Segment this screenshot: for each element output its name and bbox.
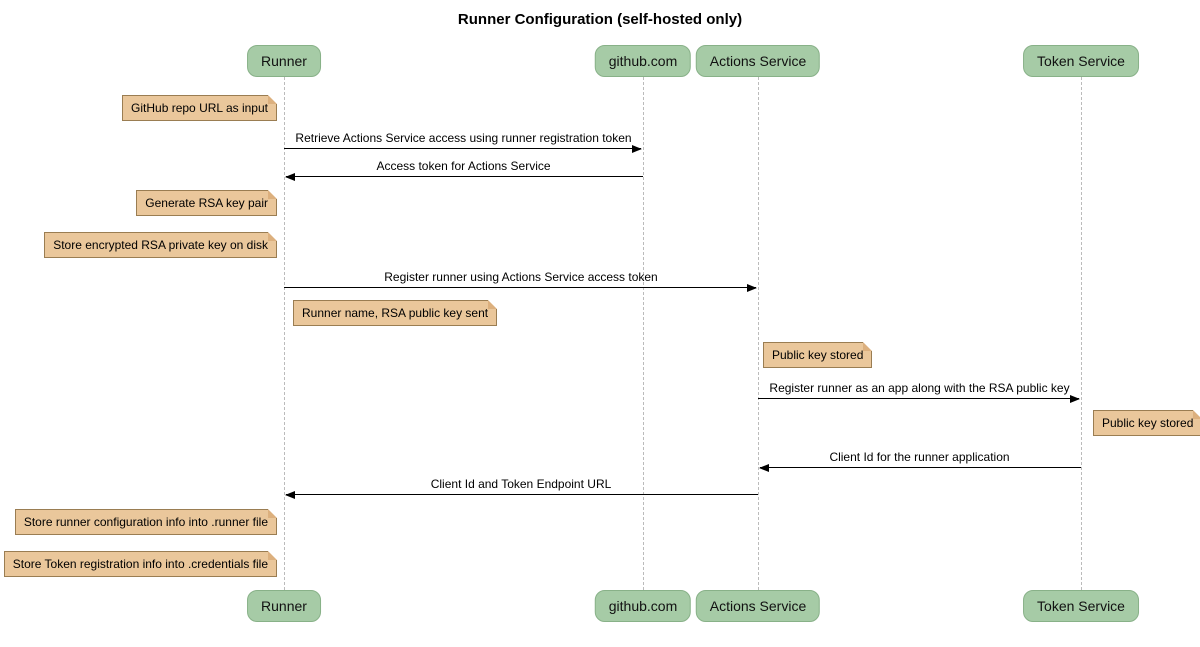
note-label: GitHub repo URL as input — [131, 101, 268, 115]
participant-github-com-top: github.com — [594, 45, 692, 77]
lifeline-runner — [284, 77, 285, 590]
message-line-1 — [284, 148, 641, 149]
message-label-2: Access token for Actions Service — [376, 159, 551, 173]
participant-label: Token Service — [1037, 53, 1125, 69]
note-label: Public key stored — [1102, 416, 1194, 430]
note-github-repo-url-as-input: GitHub repo URL as input — [122, 95, 277, 121]
message-label-3: Register runner using Actions Service ac… — [384, 270, 658, 284]
message-line-2 — [286, 176, 643, 177]
participant-token-service-bottom: Token Service — [1023, 590, 1139, 622]
arrowhead-left-icon — [285, 173, 295, 181]
participant-label: Actions Service — [709, 598, 807, 614]
arrowhead-right-icon — [747, 284, 757, 292]
message-line-4 — [758, 398, 1079, 399]
participant-label: Token Service — [1037, 598, 1125, 614]
note-runner-name-rsa-public-key-sent: Runner name, RSA public key sent — [293, 300, 498, 326]
note-label: Store runner configuration info into .ru… — [23, 515, 268, 529]
message-label-6: Client Id and Token Endpoint URL — [430, 477, 612, 491]
lifeline-token-service — [1081, 77, 1082, 590]
message-line-5 — [760, 467, 1081, 468]
message-label-5: Client Id for the runner application — [829, 450, 1010, 464]
participant-label: Actions Service — [709, 53, 807, 69]
diagram-title: Runner Configuration (self-hosted only) — [457, 11, 743, 28]
note-store-token-registration-info-into-credentials-file: Store Token registration info into .cred… — [3, 551, 278, 577]
note-generate-rsa-key-pair: Generate RSA key pair — [136, 190, 277, 216]
message-line-6 — [286, 494, 758, 495]
arrowhead-left-icon — [285, 491, 295, 499]
participant-github-com-bottom: github.com — [594, 590, 692, 622]
lifeline-github-com — [643, 77, 644, 590]
note-label: Runner name, RSA public key sent — [302, 306, 489, 320]
participant-token-service-top: Token Service — [1023, 45, 1139, 77]
arrowhead-left-icon — [759, 464, 769, 472]
lifeline-actions-service — [758, 77, 759, 590]
note-public-key-stored: Public key stored — [1093, 410, 1200, 436]
participant-label: Runner — [261, 598, 307, 614]
participant-label: github.com — [608, 53, 678, 69]
note-label: Public key stored — [772, 348, 864, 362]
participant-runner-top: Runner — [247, 45, 321, 77]
note-store-runner-configuration-info-into-runner-file: Store runner configuration info into .ru… — [14, 509, 278, 535]
note-store-encrypted-rsa-private-key-on-disk: Store encrypted RSA private key on disk — [44, 232, 277, 258]
note-label: Store encrypted RSA private key on disk — [53, 238, 268, 252]
participant-label: github.com — [608, 598, 678, 614]
note-label: Store Token registration info into .cred… — [12, 557, 268, 571]
note-label: Generate RSA key pair — [145, 196, 268, 210]
participant-actions-service-bottom: Actions Service — [695, 590, 821, 622]
arrowhead-right-icon — [1070, 395, 1080, 403]
participant-label: Runner — [261, 53, 307, 69]
message-line-3 — [284, 287, 756, 288]
participant-runner-bottom: Runner — [247, 590, 321, 622]
participant-actions-service-top: Actions Service — [695, 45, 821, 77]
arrowhead-right-icon — [632, 145, 642, 153]
message-label-1: Retrieve Actions Service access using ru… — [295, 131, 632, 145]
message-label-4: Register runner as an app along with the… — [769, 381, 1070, 395]
note-public-key-stored: Public key stored — [763, 342, 873, 368]
